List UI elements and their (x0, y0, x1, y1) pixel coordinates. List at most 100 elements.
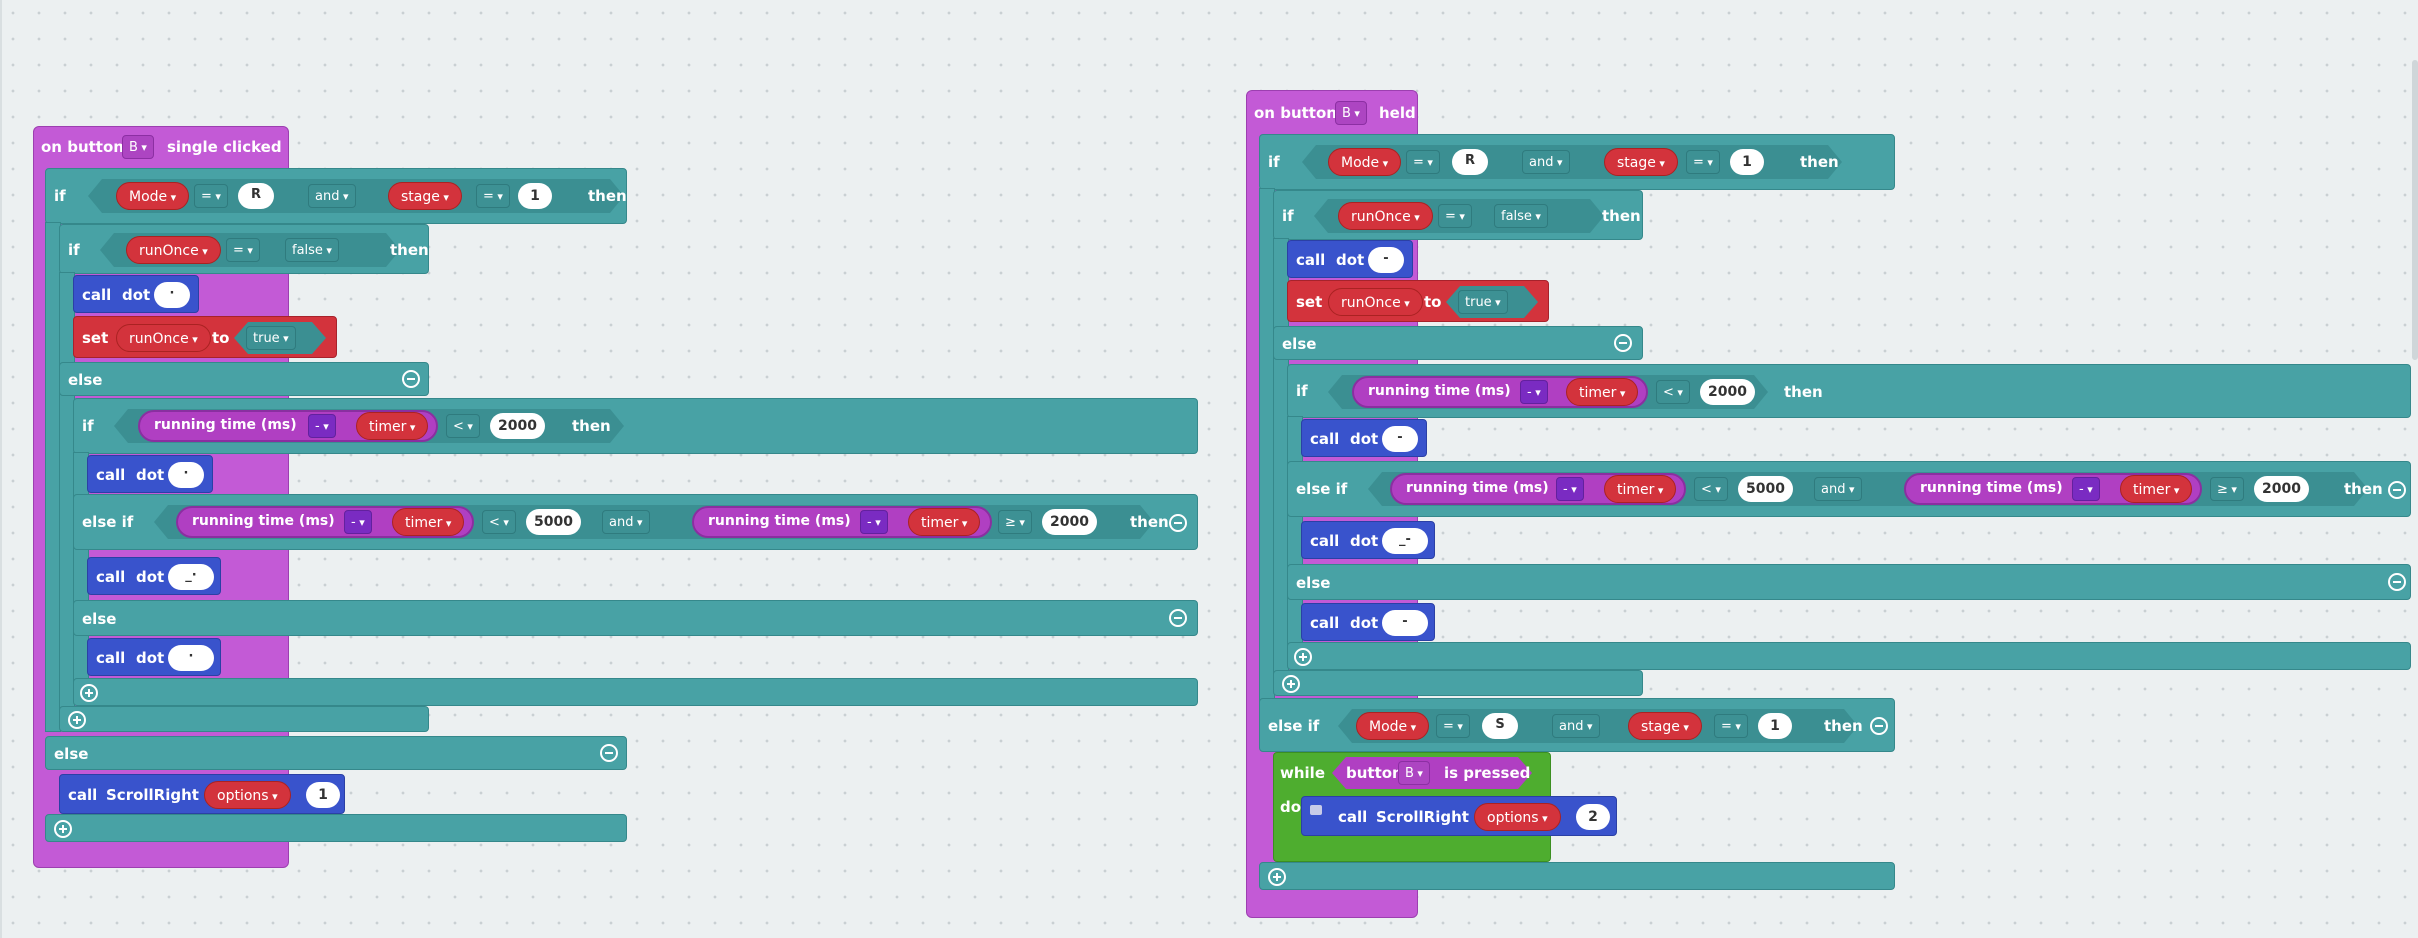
value-2000[interactable]: 2000 (2254, 476, 2309, 502)
add-else-if-icon[interactable] (1282, 675, 1300, 693)
else-if-block[interactable]: else if running time (ms) - timer < 5000… (73, 494, 1198, 550)
and-operator[interactable]: and (1552, 714, 1600, 738)
remove-else-if-icon[interactable] (2388, 481, 2406, 499)
led-pattern[interactable]: _- (1382, 528, 1428, 554)
and-operator[interactable]: and (1814, 477, 1862, 501)
minus-operator[interactable]: - (344, 510, 372, 534)
add-else-if-icon[interactable] (54, 820, 72, 838)
stage-value[interactable]: 1 (1758, 713, 1792, 739)
false-value[interactable]: false (285, 238, 339, 262)
threshold-value[interactable]: 2000 (1700, 379, 1755, 405)
led-pattern[interactable]: - (1382, 610, 1428, 636)
eq-operator-2[interactable]: = (476, 184, 510, 208)
comment-icon[interactable] (1310, 805, 1322, 815)
stage-variable[interactable]: stage (1604, 148, 1678, 176)
button-dropdown[interactable]: B (1335, 101, 1367, 125)
call-dot-block[interactable]: call dot _- (1301, 521, 1435, 559)
value-2000[interactable]: 2000 (1042, 509, 1097, 535)
timer-variable[interactable]: timer (356, 412, 429, 440)
timer-variable[interactable]: timer (908, 508, 981, 536)
remove-else-icon[interactable] (2388, 573, 2406, 591)
remove-else-icon[interactable] (402, 370, 420, 388)
minus-operator[interactable]: - (1556, 477, 1584, 501)
value-5000[interactable]: 5000 (1738, 476, 1793, 502)
mode-variable[interactable]: Mode (1328, 148, 1402, 176)
lt-operator[interactable]: < (482, 510, 516, 534)
runonce-variable[interactable]: runOnce (126, 236, 221, 264)
timer-variable[interactable]: timer (2120, 475, 2193, 503)
stage-variable[interactable]: stage (388, 182, 462, 210)
ge-operator[interactable]: ≥ (2210, 477, 2244, 501)
eq-operator[interactable]: = (1436, 714, 1470, 738)
and-operator[interactable]: and (1522, 150, 1570, 174)
call-dot-block[interactable]: call dot - (1301, 603, 1435, 641)
time-if-block[interactable]: if running time (ms) - timer < 2000 then (73, 398, 1198, 454)
timer-variable[interactable]: timer (392, 508, 465, 536)
call-dot-block[interactable]: call dot - (1287, 240, 1413, 278)
workspace-scrollbar[interactable] (2412, 60, 2418, 360)
remove-else-icon[interactable] (1614, 334, 1632, 352)
mode-value-s[interactable]: S (1482, 713, 1518, 739)
set-runonce-block[interactable]: set runOnce to true (1287, 280, 1549, 322)
eq-operator[interactable]: = (1438, 204, 1472, 228)
true-value[interactable]: true (1458, 290, 1508, 314)
value-5000[interactable]: 5000 (526, 509, 581, 535)
stage-value[interactable]: 1 (518, 183, 552, 209)
outer-if-block[interactable]: if Mode = R and stage = 1 then (45, 168, 627, 224)
options-variable[interactable]: options (1474, 803, 1561, 831)
call-dot-block[interactable]: call dot - (1301, 419, 1427, 457)
runonce-variable[interactable]: runOnce (1338, 202, 1433, 230)
add-else-if-icon[interactable] (1294, 648, 1312, 666)
eq-operator-2[interactable]: = (1714, 714, 1748, 738)
lt-operator[interactable]: < (1656, 380, 1690, 404)
led-pattern[interactable]: _· (168, 564, 214, 590)
else-if-mode-s-block[interactable]: else if Mode = S and stage = 1 then (1259, 698, 1895, 752)
mode-value-r[interactable]: R (238, 183, 274, 209)
remove-else-icon[interactable] (600, 744, 618, 762)
button-dropdown[interactable]: B (1398, 761, 1430, 785)
add-else-if-icon[interactable] (1268, 868, 1286, 886)
led-pattern[interactable]: - (1368, 247, 1404, 273)
scroll-value[interactable]: 1 (306, 782, 340, 808)
and-operator[interactable]: and (602, 510, 650, 534)
threshold-value[interactable]: 2000 (490, 413, 545, 439)
timer-variable[interactable]: timer (1566, 378, 1639, 406)
inner-if-runonce[interactable]: if runOnce = false then (59, 224, 429, 274)
led-pattern[interactable]: · (168, 462, 204, 488)
ge-operator[interactable]: ≥ (998, 510, 1032, 534)
add-else-if-icon[interactable] (68, 711, 86, 729)
true-value[interactable]: true (246, 326, 296, 350)
call-dot-block[interactable]: call dot · (87, 638, 221, 676)
eq-operator[interactable]: = (194, 184, 228, 208)
lt-operator[interactable]: < (446, 414, 480, 438)
eq-operator[interactable]: = (1406, 150, 1440, 174)
mode-variable[interactable]: Mode (116, 182, 190, 210)
set-runonce-block[interactable]: set runOnce to true (73, 316, 337, 358)
time-if-block[interactable]: if running time (ms) - timer < 2000 then (1287, 364, 2411, 418)
minus-operator[interactable]: - (2072, 477, 2100, 501)
call-dot-block[interactable]: call dot _· (87, 557, 221, 595)
remove-else-if-icon[interactable] (1169, 514, 1187, 532)
call-scrollright-block[interactable]: call ScrollRight options 2 (1301, 796, 1617, 836)
led-pattern[interactable]: - (1382, 426, 1418, 452)
stage-value[interactable]: 1 (1730, 149, 1764, 175)
scroll-value[interactable]: 2 (1576, 804, 1610, 830)
minus-operator[interactable]: - (308, 414, 336, 438)
timer-variable[interactable]: timer (1604, 475, 1677, 503)
mode-variable[interactable]: Mode (1356, 712, 1430, 740)
runonce-variable[interactable]: runOnce (116, 324, 211, 352)
minus-operator[interactable]: - (1520, 380, 1548, 404)
minus-operator[interactable]: - (860, 510, 888, 534)
lt-operator[interactable]: < (1694, 477, 1728, 501)
inner-if-runonce[interactable]: if runOnce = false then (1273, 190, 1643, 240)
runonce-variable[interactable]: runOnce (1328, 288, 1423, 316)
led-pattern[interactable]: · (168, 645, 214, 671)
eq-operator-2[interactable]: = (1686, 150, 1720, 174)
remove-else-icon[interactable] (1169, 609, 1187, 627)
eq-operator[interactable]: = (226, 238, 260, 262)
else-if-block[interactable]: else if running time (ms) - timer < 5000… (1287, 461, 2411, 517)
and-operator[interactable]: and (308, 184, 356, 208)
outer-if-block[interactable]: if Mode = R and stage = 1 then (1259, 134, 1895, 190)
call-dot-block[interactable]: call dot · (87, 455, 213, 493)
